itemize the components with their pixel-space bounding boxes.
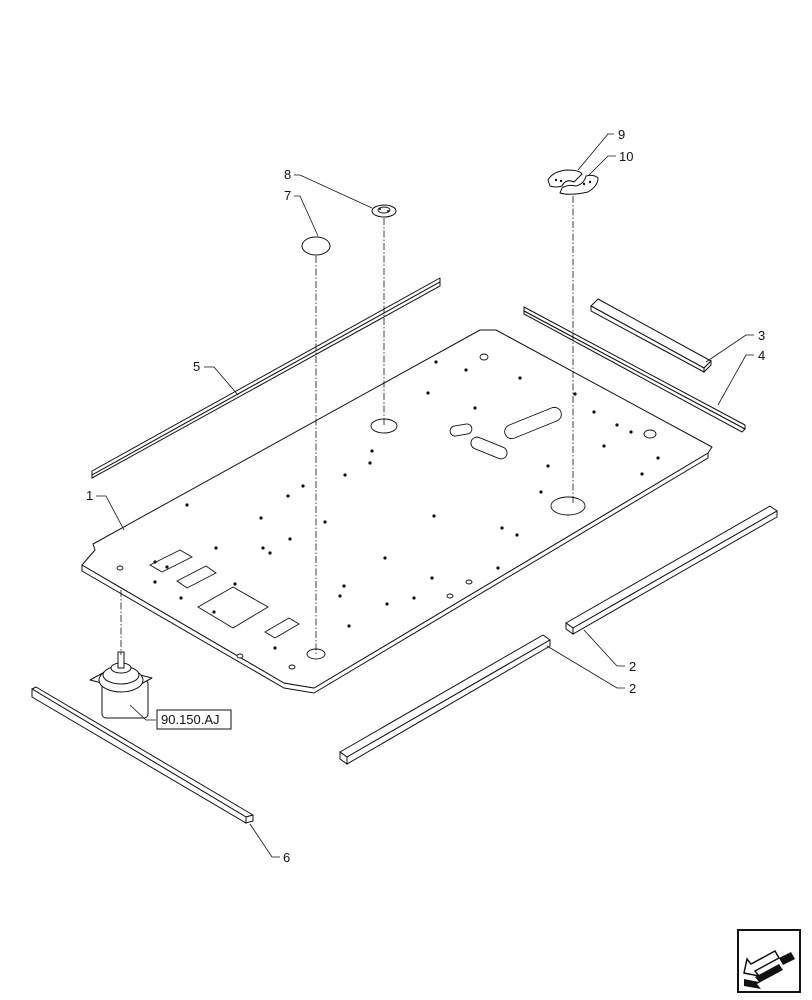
callout-4: 4	[758, 348, 765, 363]
callout-10: 10	[619, 149, 633, 164]
callout-3: 3	[758, 328, 765, 343]
plate-slot	[449, 423, 473, 437]
floor-plate	[81, 329, 713, 694]
callout-2-lower: 2	[629, 681, 636, 696]
bar-2-upper	[565, 505, 778, 635]
callout-1: 1	[86, 488, 93, 503]
bar-6	[31, 686, 254, 824]
callout-5: 5	[193, 359, 200, 374]
plate-cutout	[176, 565, 217, 589]
plate-cutout	[149, 549, 193, 573]
plate-slot	[470, 436, 508, 460]
grommet-halves-9-10	[547, 169, 599, 195]
callout-7: 7	[284, 188, 291, 203]
callout-2-upper: 2	[629, 659, 636, 674]
next-page-arrow-icon	[743, 949, 795, 989]
reference-label: 90.150.AJ	[161, 712, 220, 727]
motor-assembly	[89, 651, 153, 719]
callout-8: 8	[284, 167, 291, 182]
bar-2-lower	[339, 634, 551, 765]
strip-4	[523, 306, 746, 433]
plate-slot	[504, 406, 562, 440]
plate-cutout	[197, 586, 269, 629]
reference-link[interactable]: 90.150.AJ	[156, 709, 232, 730]
strip-5	[91, 277, 441, 479]
plate-hole	[550, 496, 586, 516]
pad-7	[301, 236, 331, 256]
plate-cutout	[264, 617, 300, 639]
next-page-button[interactable]	[737, 929, 801, 993]
callout-9: 9	[618, 127, 625, 142]
bar-3	[590, 298, 712, 374]
grommet-8	[371, 204, 397, 218]
callout-6: 6	[283, 850, 290, 865]
